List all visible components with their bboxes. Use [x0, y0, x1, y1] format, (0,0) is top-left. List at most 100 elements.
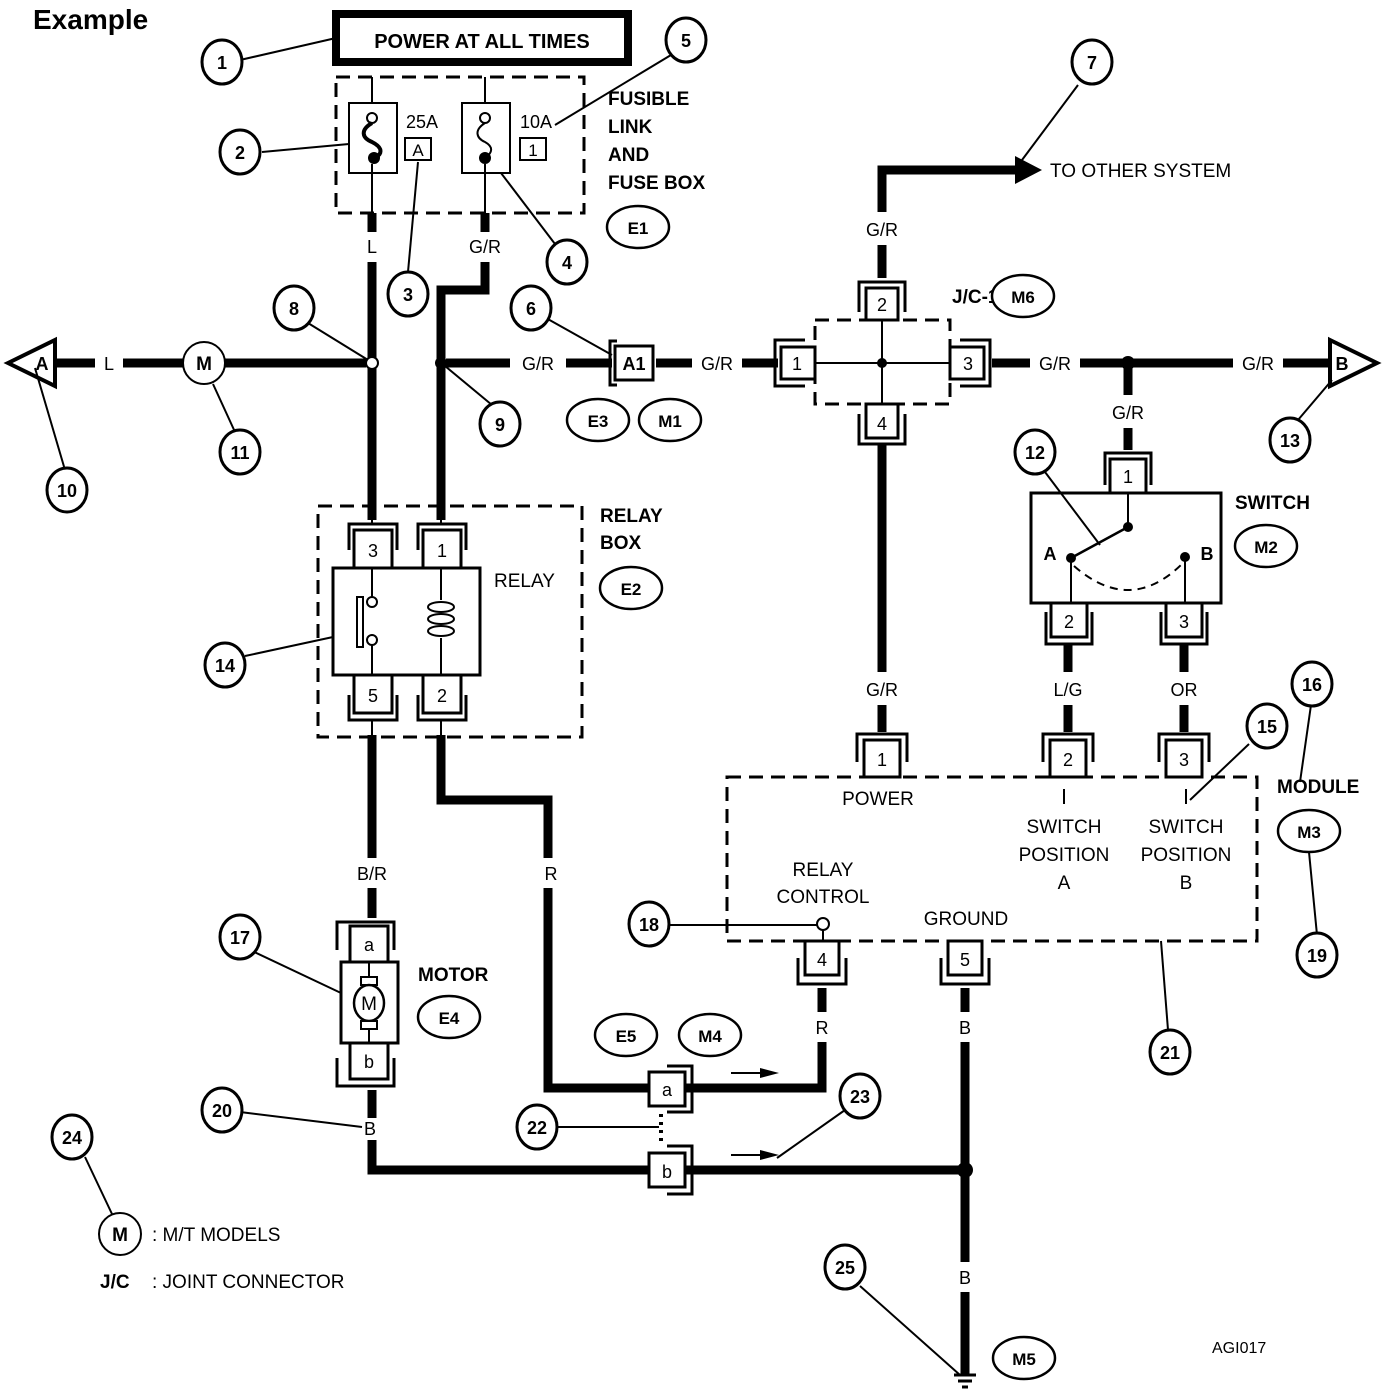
connector-ab-code-m4: M4 — [677, 1012, 743, 1058]
svg-text:b: b — [364, 1052, 374, 1072]
relay-pin-1: 1 — [437, 541, 447, 561]
callout-number: 18 — [639, 915, 659, 935]
svg-text:M1: M1 — [658, 412, 682, 431]
fuse-id: 1 — [528, 141, 537, 160]
jc-pin-1: 1 — [792, 354, 802, 374]
callout-10: 10 — [45, 466, 89, 514]
arrow-right-icon — [760, 1068, 779, 1078]
callout-24: 24 — [50, 1113, 94, 1161]
jc-pin-4: 4 — [877, 414, 887, 434]
wire-label: G/R — [701, 354, 733, 374]
svg-text:M3: M3 — [1297, 823, 1321, 842]
callout-number: 8 — [289, 299, 299, 319]
motor-label: MOTOR — [418, 965, 489, 986]
callout-7: 7 — [1070, 38, 1114, 86]
splice-open — [365, 356, 379, 370]
terminal-b: B — [1328, 336, 1382, 390]
callout-number: 21 — [1160, 1043, 1180, 1063]
callout-number: 17 — [230, 928, 250, 948]
relay-label: RELAY — [494, 571, 555, 592]
callout-number: 12 — [1025, 443, 1045, 463]
svg-text:2: 2 — [1064, 612, 1074, 632]
fuse-box-code-oval: E1 — [605, 204, 671, 250]
callout-19: 19 — [1295, 931, 1339, 979]
wire-label: G/R — [866, 680, 898, 700]
svg-text:M5: M5 — [1012, 1350, 1036, 1369]
svg-text:E1: E1 — [628, 219, 649, 238]
joint-connector-code-m6: M6 — [990, 273, 1056, 319]
callout-number: 25 — [835, 1258, 855, 1278]
relay-box: 3 1 5 2 — [316, 504, 584, 739]
callout-number: 1 — [217, 53, 227, 73]
wire-label: G/R — [1242, 354, 1274, 374]
module: 1 2 3 4 5 POWER SWITCH POSITION A SWITCH… — [725, 732, 1259, 986]
callout-11: 11 — [218, 428, 262, 476]
arrow-right-icon — [760, 1150, 779, 1160]
callout-number: 9 — [495, 415, 505, 435]
callout-21: 21 — [1148, 1028, 1192, 1076]
splice — [1121, 356, 1135, 370]
module-pin-4: 4 — [817, 950, 827, 970]
relay-coil-icon — [427, 601, 455, 637]
callout-6: 6 — [509, 284, 553, 332]
callout-22: 22 — [515, 1103, 559, 1151]
legend-symbol-m: M — [112, 1225, 128, 1246]
ground-symbol-icon — [954, 1373, 976, 1389]
wire-label: G/R — [1039, 354, 1071, 374]
motor: a M b — [335, 920, 400, 1088]
svg-text:SWITCH: SWITCH — [1149, 817, 1224, 838]
svg-text:E5: E5 — [616, 1027, 637, 1046]
power-label: POWER AT ALL TIMES — [374, 31, 590, 53]
relay-box-code-e2: E2 — [598, 565, 664, 611]
legend: M : M/T MODELS J/C : JOINT CONNECTOR — [98, 1212, 344, 1293]
wire-label: B — [959, 1268, 971, 1288]
callout-15: 15 — [1245, 702, 1289, 750]
wire-label: R — [545, 864, 558, 884]
relay-pin-5: 5 — [368, 686, 378, 706]
wire-label: B — [959, 1018, 971, 1038]
connector-a1: A1 — [608, 339, 655, 387]
callout-number: 16 — [1302, 675, 1322, 695]
fuse-icon — [476, 122, 493, 158]
svg-text:M: M — [361, 994, 377, 1015]
svg-text:b: b — [662, 1162, 672, 1182]
legend-text-mt: : M/T MODELS — [152, 1225, 280, 1246]
callout-number: 5 — [681, 31, 691, 51]
callout-number: 19 — [1307, 946, 1327, 966]
callout-1: 1 — [200, 38, 244, 86]
relay-box-label-2: BOX — [600, 533, 642, 554]
svg-text:E4: E4 — [439, 1009, 460, 1028]
diagram-title: Example — [33, 4, 148, 35]
wire-label: G/R — [522, 354, 554, 374]
switch-code-m2: M2 — [1233, 523, 1299, 569]
svg-text:B: B — [1336, 354, 1349, 374]
svg-text:E2: E2 — [621, 580, 642, 599]
wire-label: R — [816, 1018, 829, 1038]
connector-a1-code-m1: M1 — [637, 397, 703, 443]
wires — [55, 156, 1330, 1375]
figure-id: AGI017 — [1212, 1340, 1266, 1357]
connector-a-b: a b — [647, 1064, 779, 1196]
relay-pin-3: 3 — [368, 541, 378, 561]
fusible-link-rating: 25A — [406, 112, 438, 132]
callout-number: 13 — [1280, 431, 1300, 451]
module-code-m3: M3 — [1276, 808, 1342, 854]
callout-5: 5 — [664, 16, 708, 64]
wire-label: G/R — [866, 220, 898, 240]
svg-text:M: M — [196, 354, 212, 375]
callout-number: 10 — [57, 481, 77, 501]
svg-text:1: 1 — [1123, 467, 1133, 487]
module-pin-2: 2 — [1063, 750, 1073, 770]
callout-number: 11 — [230, 443, 249, 463]
to-other-system-label: TO OTHER SYSTEM — [1050, 161, 1231, 182]
module-pin-5: 5 — [960, 950, 970, 970]
svg-text:E3: E3 — [588, 412, 609, 431]
wire-label: L — [367, 237, 377, 257]
switch-position-a: A — [1044, 544, 1057, 564]
wire-label: OR — [1171, 680, 1198, 700]
callout-number: 4 — [562, 253, 572, 273]
callout-number: 14 — [215, 656, 235, 676]
motor-code-e4: E4 — [416, 994, 482, 1040]
callout-25: 25 — [823, 1243, 867, 1291]
